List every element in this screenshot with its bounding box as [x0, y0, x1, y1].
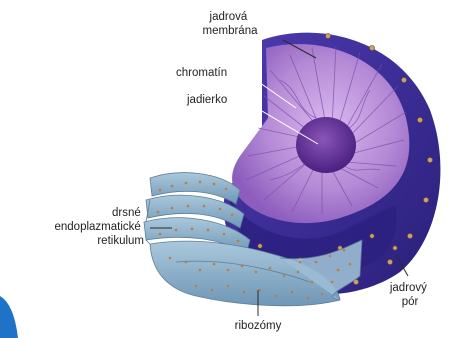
label-rough-er: drsné endoplazmatické retikulum [54, 207, 144, 247]
nucleolus [296, 117, 356, 173]
corner-accent [0, 296, 18, 338]
label-chromatin: chromatín [176, 67, 227, 79]
label-nuclear-pore: jadrový pór [389, 282, 430, 308]
label-ribosomes: ribozómy [235, 320, 282, 332]
label-nucleolus: jadierko [186, 94, 227, 106]
label-nuclear-membrane: jadrová membrána [203, 11, 259, 37]
